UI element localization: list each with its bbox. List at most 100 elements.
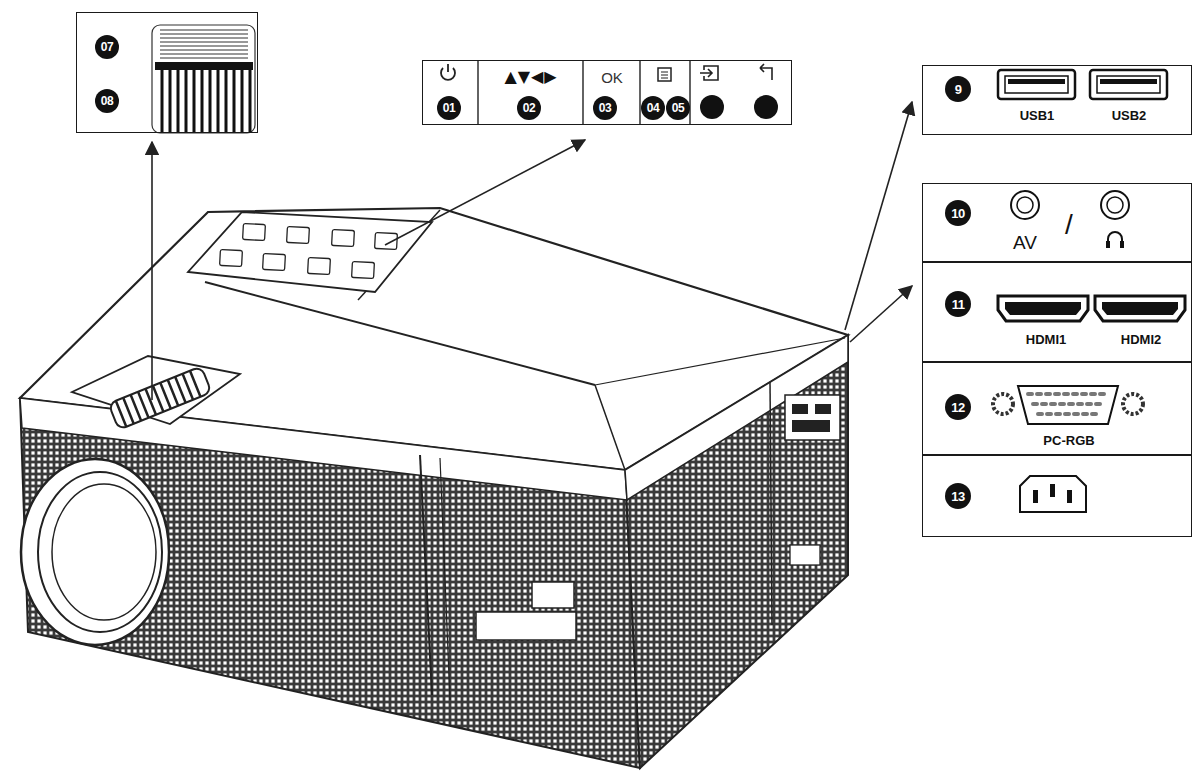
usb-box: 9USB1 USB2	[922, 65, 1192, 135]
port-label: USB2	[1112, 109, 1147, 122]
top-seam	[595, 385, 625, 470]
callout-number: 04	[641, 96, 665, 120]
callout-arrow	[385, 140, 585, 245]
port-label: HDMI2	[1121, 333, 1161, 346]
headphone-jack	[1101, 191, 1129, 219]
top-seam	[595, 338, 845, 385]
av-box: 10AV /	[922, 183, 1192, 262]
socket-pin	[1067, 490, 1072, 503]
vga-pins	[1028, 394, 1108, 414]
wheel-divider	[155, 62, 253, 70]
panel-button	[263, 253, 286, 270]
headphone-symbol-cup	[1120, 241, 1124, 248]
side-port	[792, 420, 830, 432]
hdmi-port	[998, 296, 1088, 321]
hdmi-box: 11HDMI1 HDMI2	[922, 262, 1192, 362]
projector-side-rim	[625, 335, 848, 500]
control-panel	[188, 212, 432, 292]
callout-arrow	[151, 142, 153, 400]
callout-number: 03	[593, 96, 617, 120]
side-port	[792, 404, 808, 414]
focus-wheel-body	[108, 366, 211, 429]
headphone-symbol	[1108, 232, 1122, 247]
callout-number: 05	[666, 96, 690, 120]
callout-number: 12	[945, 394, 971, 420]
port-label: OK	[601, 70, 623, 85]
panel-button	[243, 223, 266, 240]
callout-number: 10	[945, 200, 971, 226]
port-label: ▲▼◀▶	[504, 69, 557, 85]
panel-divider	[689, 60, 690, 125]
usb-port-tongue	[1100, 79, 1157, 84]
menu-icon-lines	[661, 72, 668, 78]
callout-dot	[700, 95, 724, 119]
vga-screw	[1123, 394, 1143, 414]
callout-dot	[754, 95, 778, 119]
hdmi-port-inner	[1102, 302, 1178, 315]
vga-port	[1018, 386, 1118, 424]
port-label: AV	[1013, 233, 1037, 252]
panel-button	[332, 229, 355, 246]
front-seam	[420, 455, 432, 695]
usb-port-inner	[1097, 76, 1160, 93]
callout-number: 02	[517, 96, 541, 120]
button-panel-box: ▲▼◀▶ OK 01 02 03 0405	[422, 60, 792, 125]
focus-wheel	[108, 366, 211, 429]
lens-ring	[38, 472, 162, 632]
panel-divider	[582, 60, 583, 125]
headphone-jack-inner	[1107, 197, 1123, 213]
port-label: USB1	[1020, 109, 1055, 122]
callout-number: 01	[437, 96, 461, 120]
usb-port	[1090, 70, 1167, 99]
callout-number: 9	[945, 76, 971, 102]
panel-button	[287, 226, 310, 243]
av-jack-inner	[1017, 197, 1033, 213]
return-icon	[760, 64, 772, 80]
front-label-plate	[476, 612, 576, 640]
power-icon	[441, 64, 455, 80]
power-box: 13	[922, 455, 1192, 537]
panel-divider	[477, 60, 478, 125]
callout-number: 11	[945, 291, 971, 317]
vga-screw	[993, 394, 1013, 414]
power-socket	[1020, 476, 1086, 512]
focus-wheel-stripes	[162, 70, 250, 133]
side-port	[815, 404, 831, 414]
side-vent-tab	[790, 545, 820, 565]
ir-window	[532, 582, 574, 608]
front-seam	[440, 458, 450, 700]
av-jack	[1011, 191, 1039, 219]
port-label: HDMI1	[1026, 333, 1066, 346]
socket-pin	[1050, 484, 1055, 497]
port-label: /	[1065, 211, 1073, 239]
headphone-symbol-cup	[1106, 241, 1110, 248]
source-icon	[700, 66, 718, 80]
usb-port	[998, 70, 1075, 99]
lens-outer	[21, 459, 169, 645]
lens-glass	[52, 484, 156, 620]
side-seam	[770, 382, 772, 625]
wheel-detail-box: 07 08	[76, 12, 258, 133]
usb-port-inner	[1005, 76, 1068, 93]
callout-arrow	[850, 286, 912, 342]
callout-number: 07	[95, 35, 119, 59]
socket-pin	[1033, 490, 1038, 503]
hdmi-port-inner	[1005, 302, 1081, 315]
top-seam	[205, 282, 595, 385]
panel-button	[352, 261, 375, 278]
callout-number: 08	[95, 89, 119, 113]
focus-wheel-ridges	[116, 371, 201, 427]
usb-port-tongue	[1008, 79, 1065, 84]
panel-button	[308, 257, 331, 274]
side-port-panel	[785, 395, 840, 440]
panel-button	[220, 249, 243, 266]
panel-divider	[639, 60, 640, 125]
callout-number: 13	[945, 483, 971, 509]
vga-box: 12PC-RGB	[922, 362, 1192, 455]
wheel-detail-frame	[152, 25, 255, 133]
port-label: PC-RGB	[1043, 434, 1094, 447]
hdmi-port	[1095, 296, 1185, 321]
